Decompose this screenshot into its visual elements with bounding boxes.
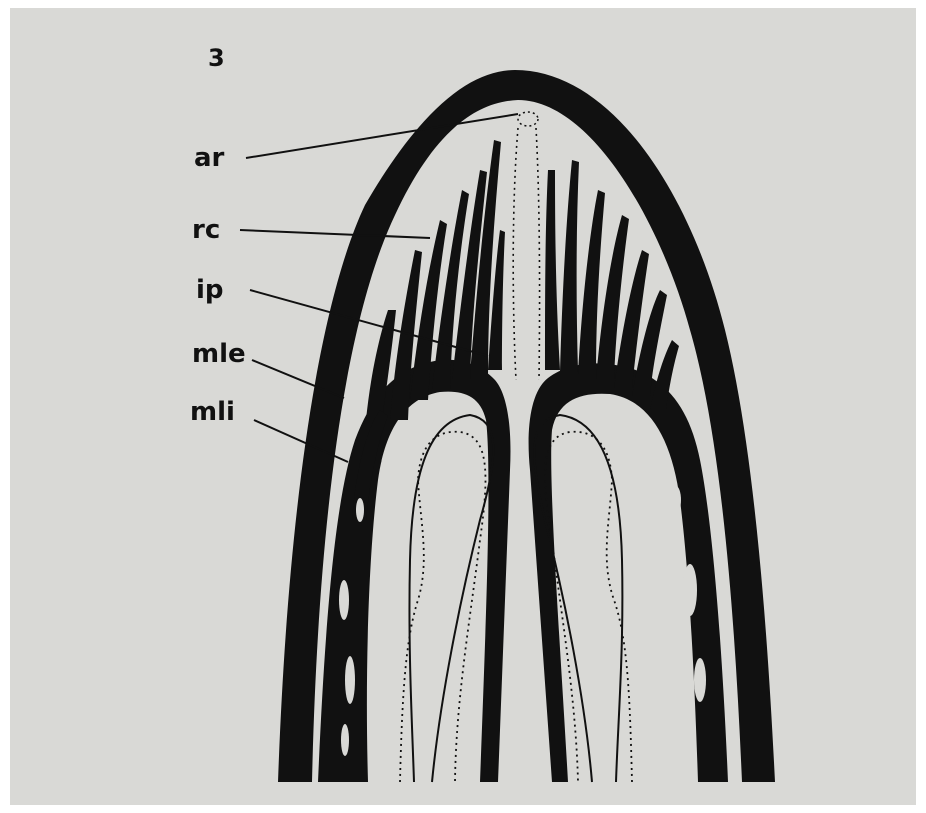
central-dotted-line: [513, 128, 518, 380]
central-dotted-line-right: [536, 128, 540, 380]
figure-plate: 3 ar rc ip mle mli: [10, 8, 916, 805]
label-mli: mli: [190, 397, 235, 427]
diagram-drawing: 3 ar rc ip mle mli: [10, 8, 916, 805]
label-ip: ip: [196, 275, 224, 305]
figure-number: 3: [208, 44, 225, 72]
leader-ar: [246, 114, 518, 158]
left-inner-line: [409, 415, 493, 782]
apical-region: [518, 112, 538, 126]
label-ar: ar: [194, 143, 225, 173]
left-cell-mass: [318, 360, 510, 782]
label-rc: rc: [192, 215, 220, 245]
label-mle: mle: [192, 339, 246, 369]
leader-rc: [240, 230, 430, 238]
